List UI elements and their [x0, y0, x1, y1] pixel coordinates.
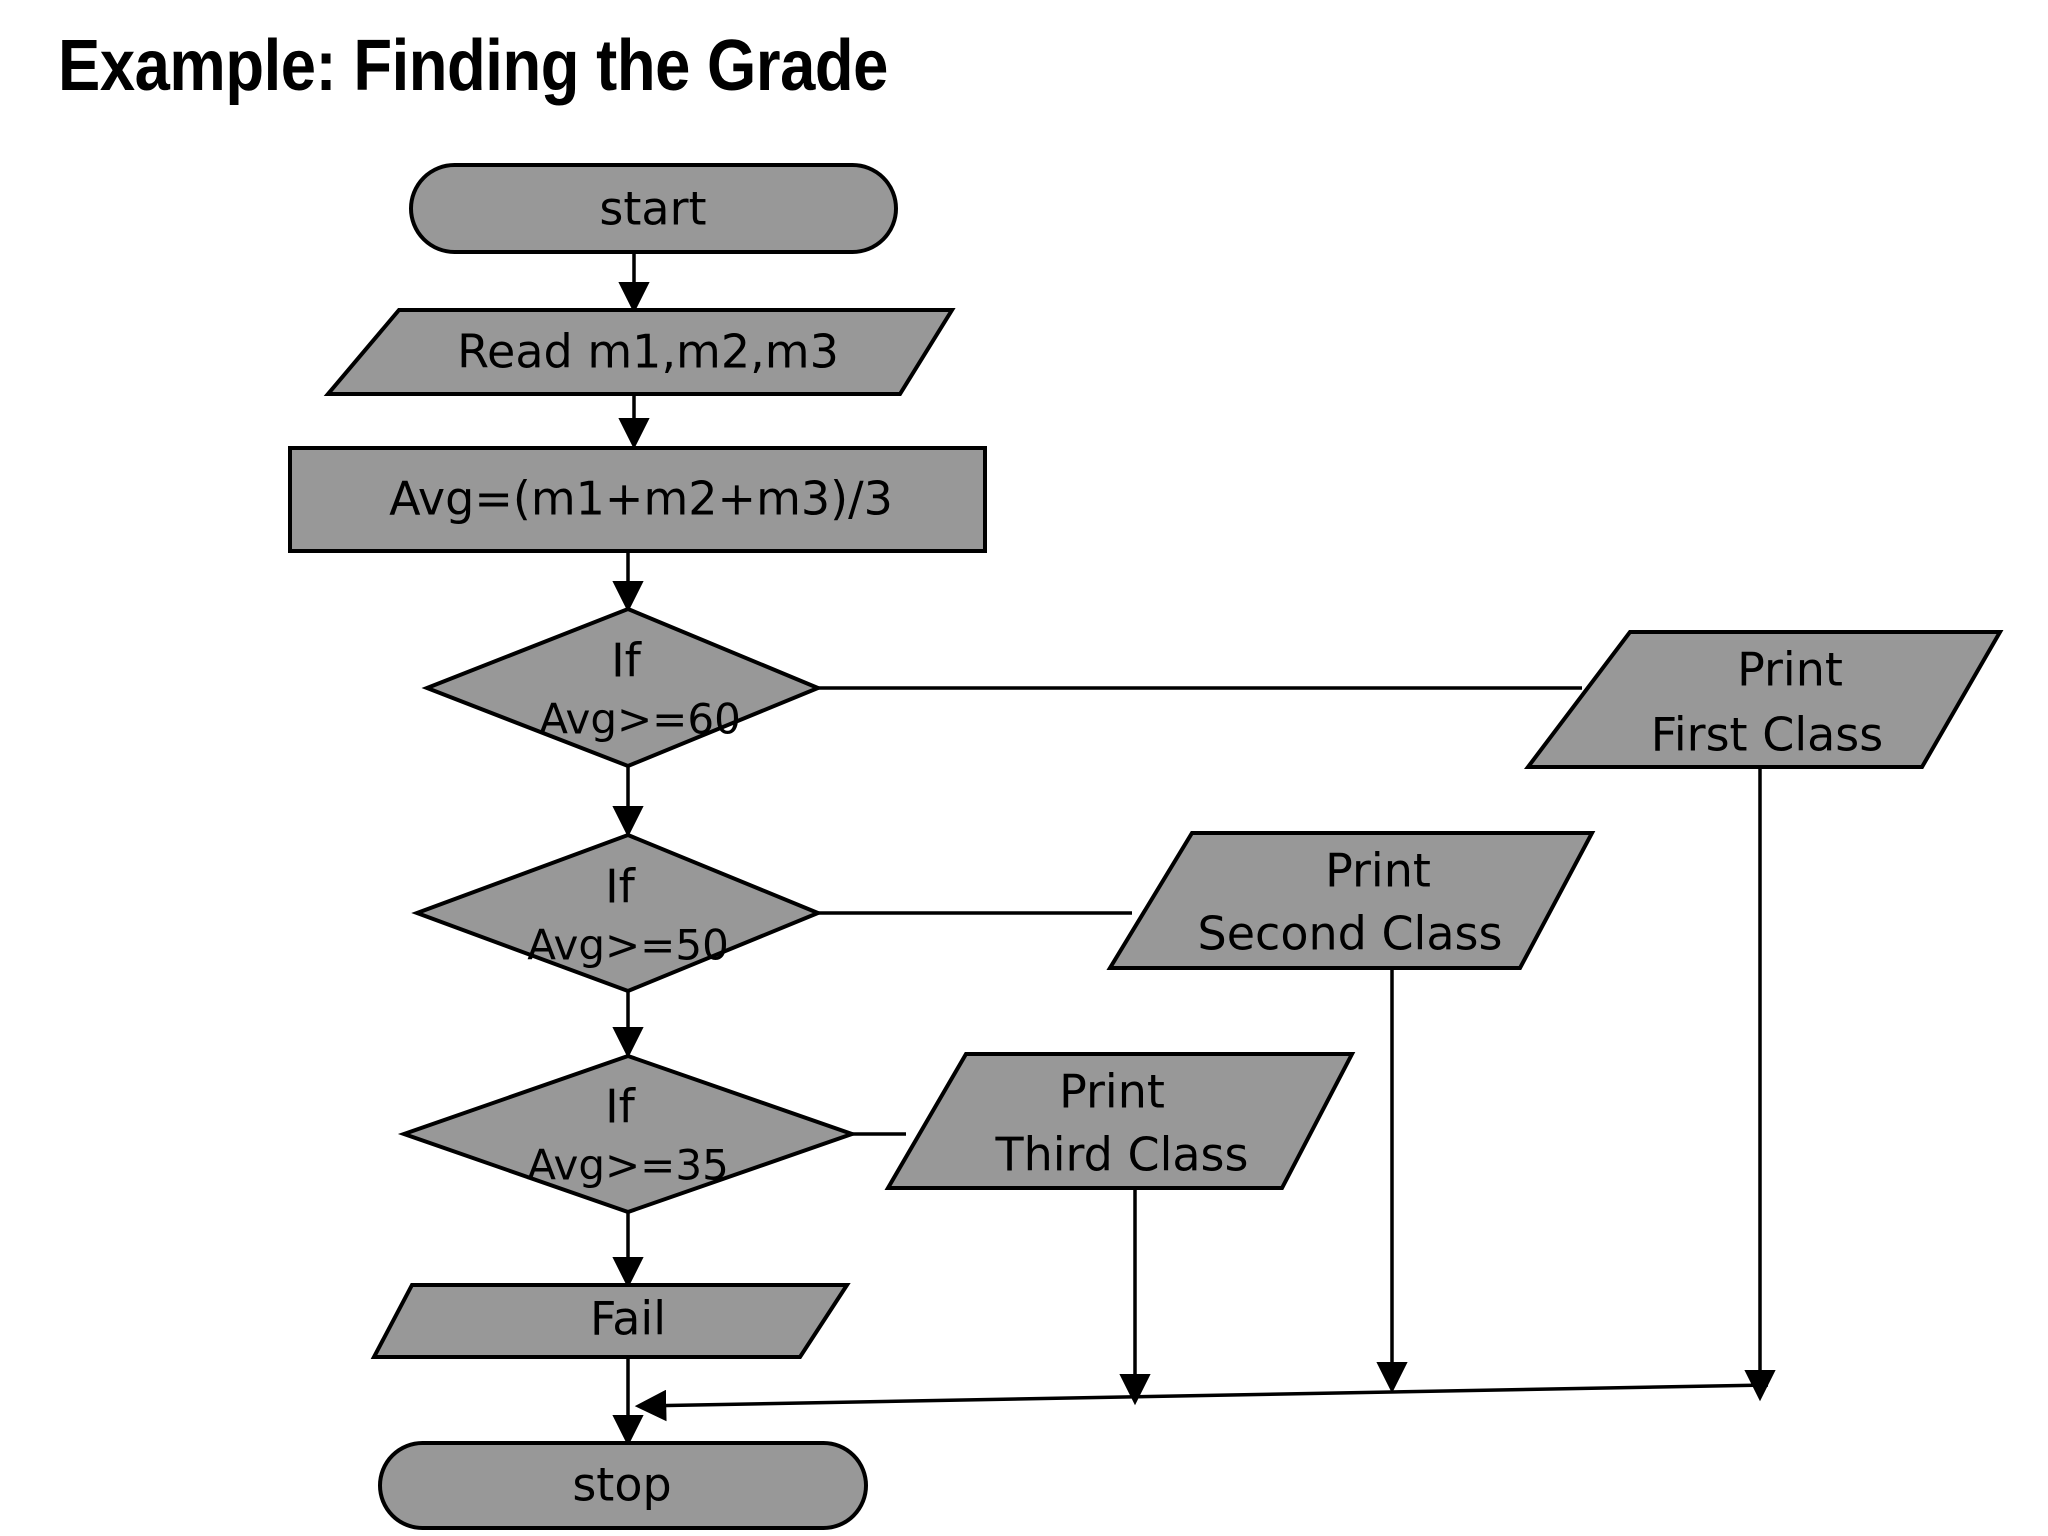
if60-decision-shape	[421, 606, 824, 769]
if60-label-line1: If	[611, 634, 643, 688]
node-first-class[interactable]: Print First Class	[1523, 630, 2004, 769]
third-class-label-line1: Print	[1059, 1065, 1165, 1119]
page-title: Example: Finding the Grade	[58, 26, 888, 106]
start-terminator-shape	[409, 163, 898, 254]
node-if50[interactable]: If Avg>=50	[411, 832, 824, 994]
first-class-label-line1: Print	[1737, 643, 1843, 697]
if60-label-line2: Avg>=60	[539, 695, 741, 744]
if50-decision-shape	[411, 832, 824, 994]
node-stop[interactable]: stop	[378, 1441, 868, 1530]
start-label: start	[599, 182, 706, 236]
node-if60[interactable]: If Avg>=60	[421, 606, 824, 769]
node-avg[interactable]: Avg=(m1+m2+m3)/3	[288, 446, 987, 553]
third-class-label-line2: Third Class	[995, 1128, 1249, 1182]
node-read[interactable]: Read m1,m2,m3	[323, 308, 956, 396]
read-parallelogram-shape	[323, 308, 956, 396]
if50-label-line1: If	[605, 860, 637, 914]
if35-label-line2: Avg>=35	[527, 1141, 729, 1190]
fail-parallelogram-shape	[370, 1283, 851, 1359]
node-fail[interactable]: Fail	[370, 1283, 851, 1359]
avg-process-shape	[288, 446, 987, 553]
if35-label-line1: If	[605, 1080, 637, 1134]
second-class-label-line1: Print	[1325, 844, 1431, 898]
node-start[interactable]: start	[409, 163, 898, 254]
stop-label: stop	[572, 1458, 671, 1512]
first-class-parallelogram-shape	[1523, 630, 2004, 769]
stop-terminator-shape	[378, 1441, 868, 1530]
second-class-label-line2: Second Class	[1198, 907, 1503, 961]
read-label: Read m1,m2,m3	[457, 325, 839, 379]
if35-decision-shape	[397, 1053, 859, 1215]
fail-label: Fail	[590, 1292, 666, 1346]
first-class-label-line2: First Class	[1651, 708, 1883, 762]
node-if35[interactable]: If Avg>=35	[397, 1053, 859, 1215]
node-third-class[interactable]: Print Third Class	[884, 1052, 1356, 1190]
second-class-parallelogram-shape	[1106, 831, 1596, 970]
third-class-parallelogram-shape	[884, 1052, 1356, 1190]
avg-label: Avg=(m1+m2+m3)/3	[389, 472, 893, 526]
node-second-class[interactable]: Print Second Class	[1106, 831, 1596, 970]
if50-label-line2: Avg>=50	[527, 921, 729, 970]
edge-merge-bus-to-stop	[634, 1383, 1769, 1422]
